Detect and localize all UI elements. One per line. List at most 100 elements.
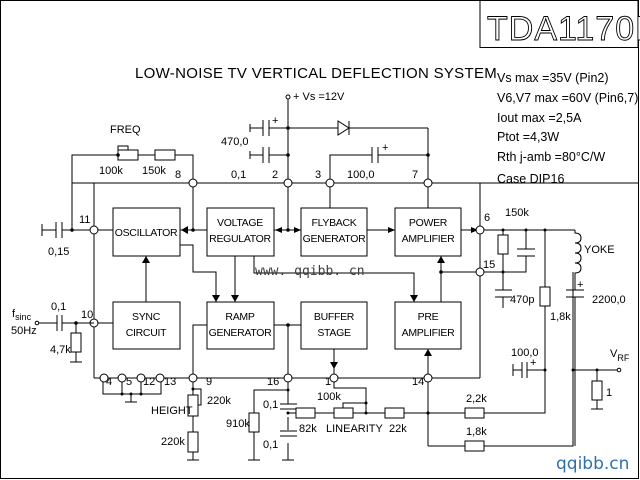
resistor-4-7k bbox=[70, 332, 82, 353]
r-18k-v-label: 1,8k bbox=[550, 311, 571, 323]
resistor-2-2k bbox=[464, 407, 485, 419]
height-label: HEIGHT bbox=[151, 405, 193, 417]
cap-100-flyback-symbol bbox=[329, 147, 428, 183]
pot-height-value: 220k bbox=[207, 395, 231, 407]
spec-case: Case DIP16 bbox=[497, 172, 564, 186]
buffer-label-1: BUFFER bbox=[314, 311, 355, 323]
arrow-icon bbox=[471, 227, 478, 233]
r-82k-label: 82k bbox=[299, 423, 317, 435]
wire bbox=[253, 256, 415, 302]
cap-100-out-plus: + bbox=[530, 357, 536, 369]
pre-amp-label-1: PRE bbox=[418, 311, 439, 323]
cap-100-out-symbol bbox=[512, 362, 545, 378]
pin-15-label: 15 bbox=[483, 259, 495, 271]
pin-4-label: 4 bbox=[106, 376, 112, 388]
power-amp-label-1: POWER bbox=[409, 217, 448, 229]
wire bbox=[180, 244, 217, 302]
junction bbox=[543, 368, 547, 372]
pin-8-label: 8 bbox=[175, 169, 181, 181]
wire bbox=[193, 388, 202, 406]
wire bbox=[333, 382, 367, 413]
resistor-82k bbox=[295, 407, 316, 419]
pre-amp-label-2: AMPLIFIER bbox=[402, 327, 455, 339]
block-sync-circuit: SYNC CIRCUIT bbox=[112, 301, 181, 350]
freq-label: FREQ bbox=[110, 124, 141, 136]
pin-9 bbox=[188, 373, 198, 383]
oscillator-label: OSCILLATOR bbox=[115, 227, 178, 239]
cap-2200-label: 2200,0 bbox=[592, 294, 626, 306]
arrow-icon bbox=[410, 295, 418, 302]
resistor-910k bbox=[248, 412, 260, 433]
pin-14-label: 14 bbox=[412, 376, 424, 388]
block-power-amplifier: POWER AMPLIFIER bbox=[394, 207, 462, 257]
arrow-icon bbox=[181, 226, 188, 234]
cap-100-plus: + bbox=[382, 142, 388, 154]
flyback-label-1: FLYBACK bbox=[312, 217, 357, 229]
arrow-icon bbox=[231, 295, 239, 302]
supply-terminal bbox=[285, 94, 291, 100]
voltage-regulator-label-1: VOLTAGE bbox=[217, 217, 263, 229]
arrow-icon bbox=[294, 227, 301, 233]
junction bbox=[191, 228, 195, 232]
sync-label-2: CIRCUIT bbox=[126, 327, 167, 339]
pin-12-label: 12 bbox=[143, 376, 155, 388]
wire bbox=[428, 272, 574, 447]
block-pre-amplifier: PRE AMPLIFIER bbox=[394, 301, 462, 350]
pin-11 bbox=[89, 225, 99, 235]
flyback-label-2: GENERATOR bbox=[303, 233, 367, 245]
pin-4 bbox=[99, 373, 109, 383]
r-47k-label: 4,7k bbox=[50, 344, 71, 356]
wire bbox=[591, 370, 603, 410]
resistor-1-ohm bbox=[591, 380, 603, 401]
r-220k-label: 220k bbox=[161, 436, 185, 448]
supply-label: + Vs =12V bbox=[293, 91, 345, 103]
pin-2 bbox=[283, 178, 293, 188]
wire bbox=[248, 389, 288, 461]
specs-list: Vs max =35V (Pin2) V6,V7 max =60V (Pin6,… bbox=[497, 71, 638, 186]
cap-01-sync-symbol bbox=[39, 315, 94, 331]
pin-14 bbox=[423, 373, 433, 383]
junction bbox=[139, 392, 143, 396]
arrow-icon bbox=[388, 227, 395, 233]
r-100k-lin-label: 100k bbox=[317, 391, 341, 403]
voltage-regulator-label-2: REGULATOR bbox=[209, 233, 271, 245]
vrf-label: VRF bbox=[610, 348, 630, 363]
cap-470-symbol bbox=[249, 120, 338, 136]
power-amp-label-2: AMPLIFIER bbox=[402, 233, 455, 245]
yoke-label: YOKE bbox=[584, 244, 615, 256]
cap-2200-symbol bbox=[566, 289, 584, 446]
cap-01-b-label: 0,1 bbox=[263, 439, 278, 451]
cap-015-symbol bbox=[41, 222, 94, 238]
pin-3-label: 3 bbox=[315, 169, 321, 181]
cap-01-a-label: 0,1 bbox=[263, 399, 278, 411]
resistor-220k bbox=[187, 431, 199, 453]
cap-470-plus: + bbox=[272, 115, 278, 127]
resistor-150k-out bbox=[497, 234, 509, 255]
fsinc-label: fsinc bbox=[12, 308, 32, 322]
pin-11-label: 11 bbox=[79, 214, 90, 226]
wire bbox=[70, 323, 82, 363]
watermark-corner: qqibb.cn bbox=[556, 454, 629, 474]
arrow-icon bbox=[212, 295, 220, 302]
pin-5-label: 5 bbox=[126, 376, 132, 388]
ramp-label-2: GENERATOR bbox=[209, 327, 273, 339]
ramp-label-1: RAMP bbox=[225, 311, 254, 323]
arrow-icon bbox=[275, 227, 282, 233]
sync-label-1: SYNC bbox=[132, 311, 161, 323]
cap-470p-symbol bbox=[495, 272, 512, 308]
junction bbox=[439, 270, 443, 274]
pin-13-label: 13 bbox=[164, 376, 176, 388]
cap-parallel bbox=[517, 248, 535, 257]
r-150k-freq-label: 150k bbox=[142, 165, 166, 177]
cap-470-label: 470,0 bbox=[221, 136, 249, 148]
pin-16 bbox=[283, 373, 293, 383]
block-flyback-generator: FLYBACK GENERATOR bbox=[300, 207, 368, 257]
pin-7 bbox=[423, 178, 433, 188]
cap-470p-label: 470p bbox=[510, 294, 534, 306]
arrow-icon bbox=[142, 256, 150, 263]
fsinc-freq-label: 50Hz bbox=[11, 325, 37, 337]
pin-9-label: 9 bbox=[206, 376, 212, 388]
vrf-terminal bbox=[616, 367, 622, 373]
